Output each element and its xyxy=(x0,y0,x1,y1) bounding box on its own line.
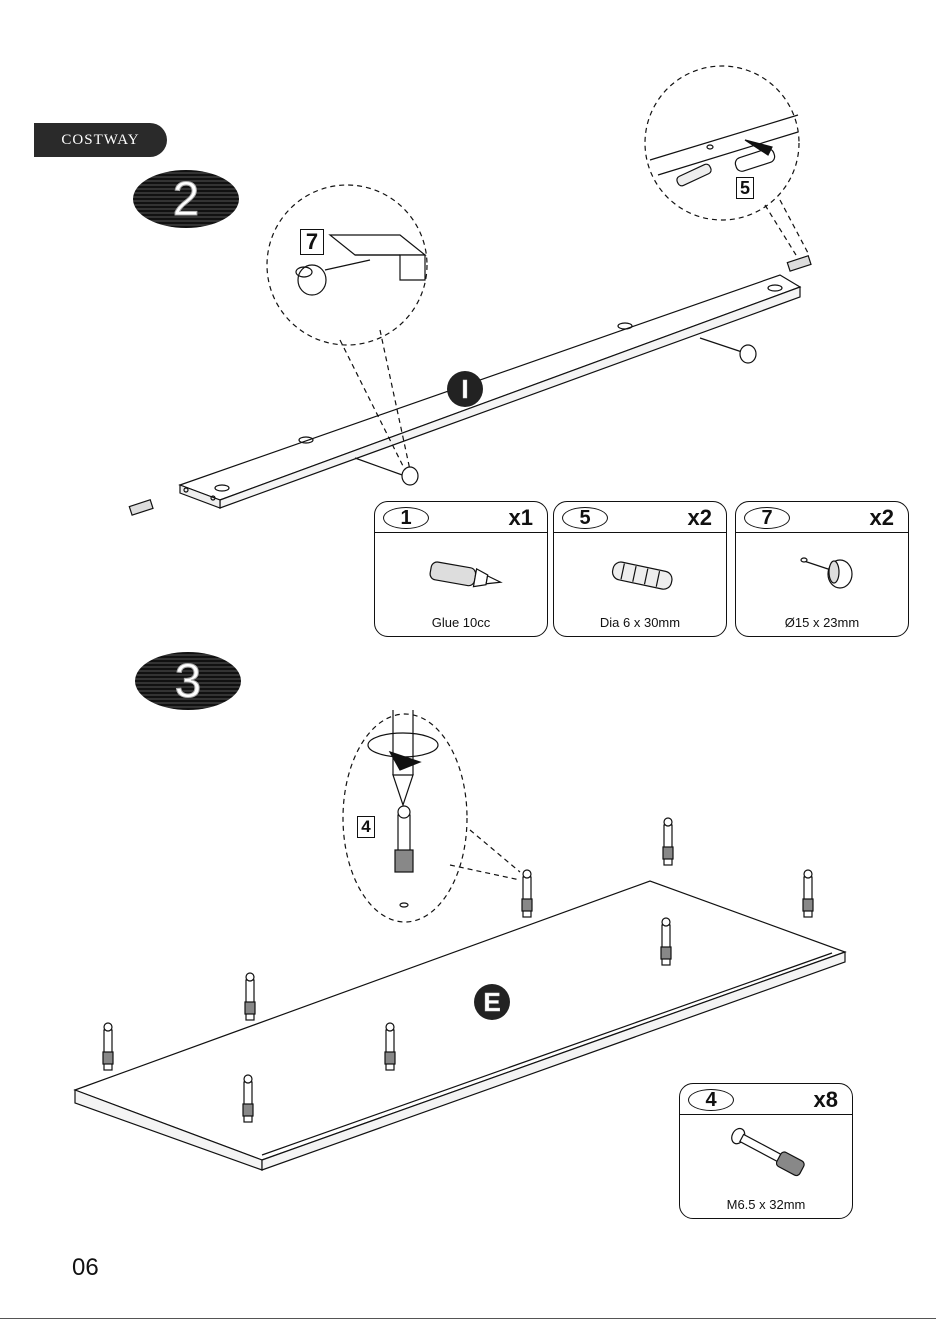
nail-glide-icon xyxy=(796,550,866,595)
panel-label-e: E xyxy=(474,984,510,1020)
callout-part-4: 4 xyxy=(357,816,375,838)
callout-part-7: 7 xyxy=(300,229,324,255)
part-caption: Glue 10cc xyxy=(375,615,547,630)
part-number: 4 xyxy=(688,1089,734,1111)
cam-bolt-icon xyxy=(720,1126,820,1181)
part-box-4: 4 x8 M6.5 x 32mm xyxy=(679,1083,853,1219)
page-number: 06 xyxy=(72,1254,99,1282)
part-caption: M6.5 x 32mm xyxy=(680,1197,852,1212)
part-box-7: 7 x2 Ø15 x 23mm xyxy=(735,501,909,637)
glue-tube-icon xyxy=(425,557,505,597)
wooden-dowel-icon xyxy=(604,557,684,597)
part-caption: Dia 6 x 30mm xyxy=(554,615,726,630)
part-caption: Ø15 x 23mm xyxy=(736,615,908,630)
callout-part-5: 5 xyxy=(736,177,754,199)
part-number: 1 xyxy=(383,507,429,529)
part-quantity: x2 xyxy=(688,505,712,531)
part-box-1: 1 x1 Glue 10cc xyxy=(374,501,548,637)
part-number: 7 xyxy=(744,507,790,529)
bottom-divider xyxy=(0,1318,936,1319)
part-quantity: x1 xyxy=(509,505,533,531)
part-quantity: x8 xyxy=(814,1087,838,1113)
part-box-5: 5 x2 Dia 6 x 30mm xyxy=(553,501,727,637)
part-quantity: x2 xyxy=(870,505,894,531)
panel-label-i: I xyxy=(447,371,483,407)
part-number: 5 xyxy=(562,507,608,529)
